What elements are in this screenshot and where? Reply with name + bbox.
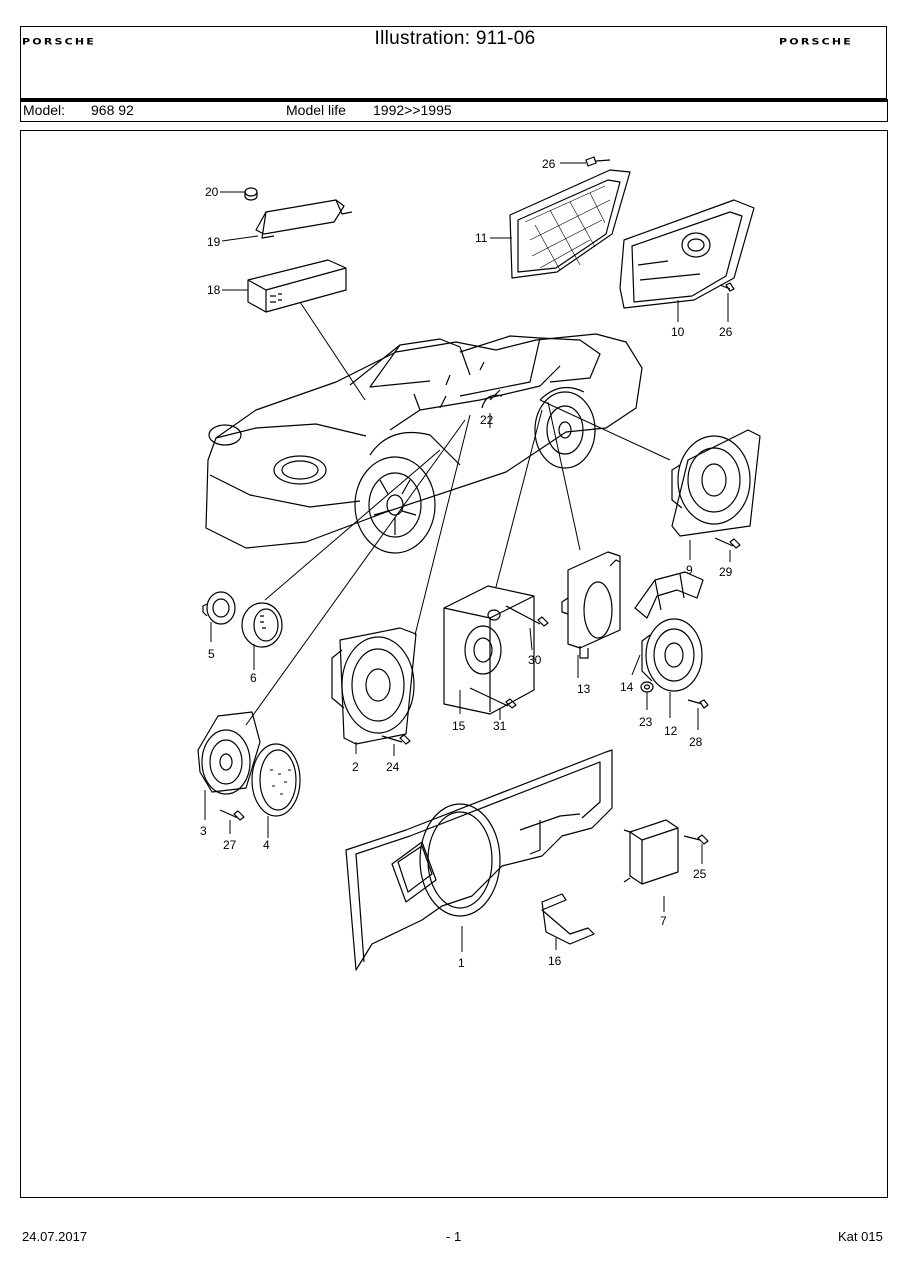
callout-1: 1	[458, 956, 465, 970]
callout-24: 24	[386, 760, 400, 774]
callout-labels: 20 19 18 11 26 10 26 22 9 29 13 14 23 12…	[200, 157, 733, 970]
callout-3: 3	[200, 824, 207, 838]
callout-25: 25	[693, 867, 707, 881]
callout-9: 9	[686, 563, 693, 577]
part-clip-16	[541, 893, 595, 945]
illustration-title: Illustration: 911-06	[374, 28, 536, 49]
brand-logo-left: PORSCHE	[22, 36, 96, 47]
callout-14: 14	[620, 680, 634, 694]
exploded-parts-diagram: 20 19 18 11 26 10 26 22 9 29 13 14 23 12…	[197, 156, 761, 971]
model-info-row: Model: 968 92 Model life 1992>>1995	[20, 102, 888, 122]
callout-13: 13	[577, 682, 591, 696]
brand-logo-right: PORSCHE	[779, 36, 853, 47]
part-bracket-19	[255, 199, 353, 239]
callout-27: 27	[223, 838, 237, 852]
part-tweeter-cover-6	[241, 602, 283, 648]
part-bracket-13	[561, 551, 621, 659]
part-speaker-12	[641, 618, 703, 692]
part-screw-26-right	[719, 282, 735, 292]
part-screw-26-top	[585, 156, 611, 167]
callout-11: 11	[475, 231, 488, 245]
callout-22: 22	[480, 413, 494, 427]
part-rear-panel-1	[345, 749, 613, 971]
model-life-value: 1992>>1995	[373, 102, 452, 118]
footer-page-number: - 1	[446, 1229, 462, 1244]
callout-31: 31	[493, 719, 507, 733]
model-value: 968 92	[91, 102, 134, 118]
part-module-7	[623, 819, 679, 885]
callout-6: 6	[250, 671, 257, 685]
car-body-outline	[205, 333, 643, 554]
footer-catalog-number: Kat 015	[838, 1229, 883, 1244]
drawing-frame	[20, 130, 888, 1198]
part-screw-31	[469, 687, 517, 709]
callout-16: 16	[548, 954, 562, 968]
part-screw-29	[714, 537, 741, 549]
part-screw-24	[381, 734, 411, 745]
part-tweeter-5	[202, 591, 236, 625]
part-door-housing-10	[619, 199, 755, 309]
header-box	[20, 26, 887, 99]
callout-4: 4	[263, 838, 270, 852]
part-cowl-14	[634, 571, 704, 619]
part-grille-11	[509, 169, 631, 279]
callout-2: 2	[352, 760, 359, 774]
part-grommet-23	[640, 681, 654, 693]
callout-5: 5	[208, 647, 215, 661]
part-speaker-2	[331, 627, 417, 745]
model-label: Model:	[23, 102, 66, 118]
part-nut-20	[244, 187, 258, 201]
part-grille-cover-4	[251, 743, 301, 817]
part-speaker-3	[197, 711, 261, 795]
footer-date: 24.07.2017	[22, 1229, 88, 1244]
header-divider	[20, 99, 888, 102]
callout-28: 28	[689, 735, 703, 749]
callout-20: 20	[205, 185, 219, 199]
part-amplifier-18	[247, 259, 347, 313]
callout-26-right: 26	[719, 325, 733, 339]
callout-7: 7	[660, 914, 667, 928]
callout-23: 23	[639, 715, 653, 729]
callout-26-top: 26	[542, 157, 556, 171]
model-life-label: Model life	[286, 102, 346, 118]
part-screw-25	[683, 834, 709, 845]
callout-29: 29	[719, 565, 733, 579]
callout-10: 10	[671, 325, 685, 339]
part-screw-28	[687, 699, 709, 709]
leader-lines	[204, 162, 731, 952]
callout-30: 30	[528, 653, 542, 667]
part-screw-27	[219, 809, 245, 821]
callout-15: 15	[452, 719, 466, 733]
part-screw-30	[505, 605, 549, 627]
callout-12: 12	[664, 724, 678, 738]
part-speaker-9	[671, 429, 761, 537]
callout-18: 18	[207, 283, 221, 297]
callout-19: 19	[207, 235, 221, 249]
part-speaker-box-15	[443, 585, 535, 715]
